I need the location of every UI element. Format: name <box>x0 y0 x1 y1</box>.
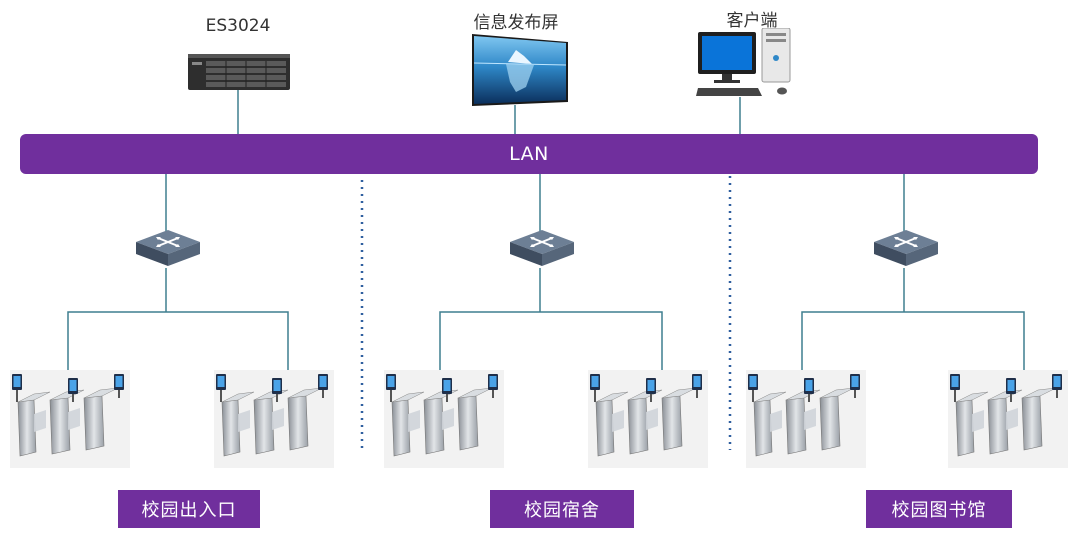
zone-label-dormitory: 校园宿舍 <box>490 490 634 528</box>
turnstile-gate-icon <box>384 370 505 469</box>
turnstile-gate-icon <box>588 370 709 469</box>
network-switch-icon <box>510 230 574 266</box>
lan-label: LAN <box>509 143 549 165</box>
turnstile-gate-icon <box>948 370 1069 469</box>
network-switch-icon <box>136 230 200 266</box>
zone-label-library: 校园图书馆 <box>866 490 1012 528</box>
lan-bus: LAN <box>20 134 1038 174</box>
turnstile-gate-icon <box>214 370 335 469</box>
server-icon <box>188 54 290 90</box>
display-label: 信息发布屏 <box>473 13 559 33</box>
display-screen-icon <box>472 34 568 106</box>
zone-label-entrance: 校园出入口 <box>118 490 260 528</box>
client-label: 客户端 <box>726 11 778 31</box>
turnstile-gate-icon <box>10 370 131 469</box>
server-label: ES3024 <box>205 16 271 36</box>
network-switch-icon <box>874 230 938 266</box>
turnstile-gate-icon <box>746 370 867 469</box>
desktop-computer-icon <box>696 28 791 96</box>
